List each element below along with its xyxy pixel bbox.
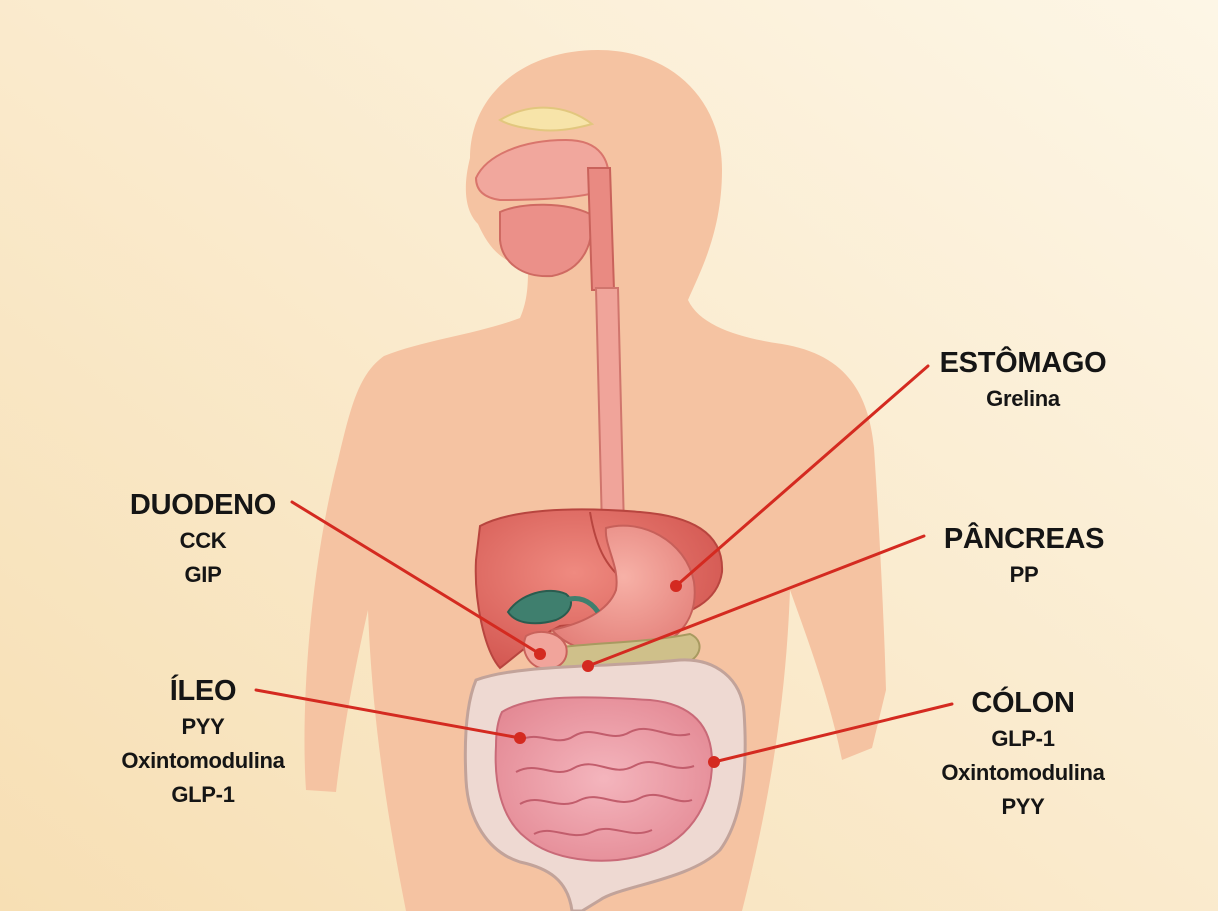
label-estomago-hormone-1: Grelina [940, 382, 1107, 416]
label-pancreas: PÂNCREAS PP [944, 520, 1104, 592]
label-colon: CÓLON GLP-1 Oxintomodulina PYY [941, 684, 1104, 824]
label-ileo-hormone-2: Oxintomodulina [121, 744, 284, 778]
label-colon-title: CÓLON [941, 684, 1104, 722]
label-ileo-hormone-1: PYY [121, 710, 284, 744]
dot-ileo [514, 732, 526, 744]
label-estomago-title: ESTÔMAGO [940, 344, 1107, 382]
dot-pancreas [582, 660, 594, 672]
small-intestine [496, 697, 712, 860]
label-colon-hormone-2: Oxintomodulina [941, 756, 1104, 790]
label-duodeno-title: DUODENO [130, 486, 276, 524]
pharynx [588, 168, 614, 290]
label-duodeno-hormone-1: CCK [130, 524, 276, 558]
label-colon-hormone-1: GLP-1 [941, 722, 1104, 756]
esophagus [596, 288, 624, 528]
label-pancreas-title: PÂNCREAS [944, 520, 1104, 558]
dot-colon [708, 756, 720, 768]
label-ileo-hormone-3: GLP-1 [121, 778, 284, 812]
label-ileo: ÍLEO PYY Oxintomodulina GLP-1 [121, 672, 284, 812]
label-duodeno-hormone-2: GIP [130, 558, 276, 592]
label-estomago: ESTÔMAGO Grelina [940, 344, 1107, 416]
dot-duodeno [534, 648, 546, 660]
duodenum [524, 632, 567, 669]
label-pancreas-hormone-1: PP [944, 558, 1104, 592]
label-ileo-title: ÍLEO [121, 672, 284, 710]
label-colon-hormone-3: PYY [941, 790, 1104, 824]
dot-estomago [670, 580, 682, 592]
label-duodeno: DUODENO CCK GIP [130, 486, 276, 592]
